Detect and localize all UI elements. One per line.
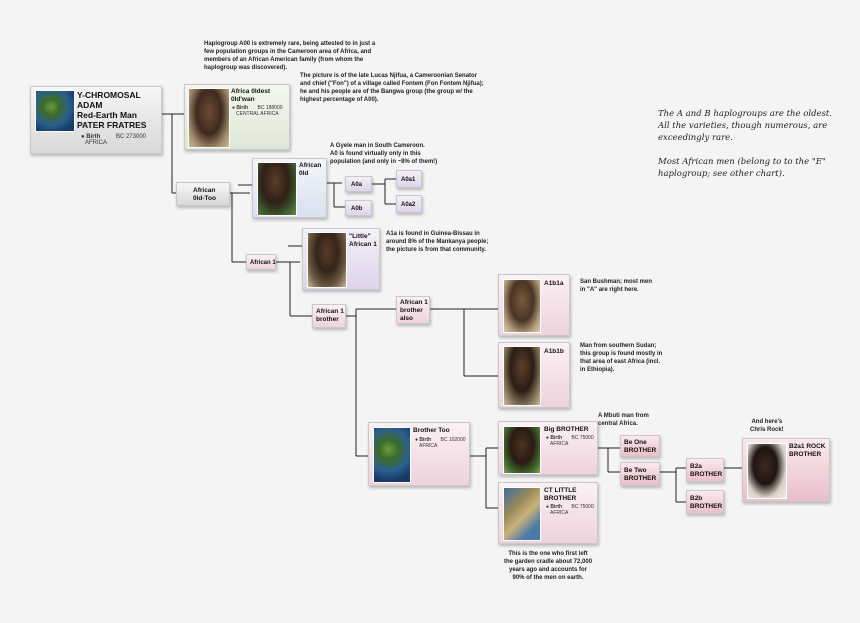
birth-dot-icon: ●: [232, 105, 235, 111]
node-y-chromosal-adam[interactable]: Y-CHROMOSAL ADAM Red-Earth Man PATER FRA…: [30, 86, 162, 154]
node-title: Africa 0ldest 0ld'wan: [231, 88, 270, 104]
birth-row: ● Birth BC 273000 AFRICA: [81, 134, 146, 146]
node-title: African 0ld: [299, 162, 321, 178]
node-title: A1b1b: [544, 348, 564, 356]
node-african-old-too[interactable]: African 0ld-Too: [176, 182, 230, 206]
node-title: "Little" African 1: [349, 233, 377, 249]
portrait-photo: [307, 232, 347, 288]
node-african-old[interactable]: African 0ld: [252, 158, 327, 218]
note-a1a: A1a is found in Guinea-Bissau in around …: [386, 230, 488, 254]
note-a00-rare: Haplogroup A00 is extremely rare, being …: [204, 40, 375, 72]
node-brother-too[interactable]: Brother Too ● Birth BC 102000 AFRICA: [368, 422, 470, 486]
node-title: A0a1: [401, 176, 415, 184]
adam-title: Y-CHROMOSAL ADAM Red-Earth Man PATER FRA…: [77, 90, 146, 130]
node-title: Be One BROTHER: [624, 439, 656, 455]
portrait-photo: [503, 346, 541, 406]
node-title: B2b BROTHER: [690, 495, 722, 511]
portrait-photo: [188, 88, 230, 148]
node-title: Big BROTHER: [544, 426, 588, 434]
note-gyele: A Gyele man in South Cameroon. A0 is fou…: [330, 142, 437, 166]
node-be-one-brother[interactable]: Be One BROTHER: [620, 435, 660, 457]
node-big-brother[interactable]: Big BROTHER ● Birth BC 75000 AFRICA: [498, 421, 598, 475]
node-title: B2a1 ROCK BROTHER: [789, 443, 825, 459]
note-chris-rock: And here's Chris Rock!: [750, 418, 784, 434]
node-title: A1b1a: [544, 280, 564, 288]
note-mbuti: A Mbuti man from central Africa.: [598, 412, 649, 428]
node-africa-oldest[interactable]: Africa 0ldest 0ld'wan ● Birth BC 188000 …: [184, 84, 290, 150]
node-title: CT LITTLE BROTHER: [544, 487, 577, 503]
birth-dot-icon: ●: [546, 504, 549, 510]
portrait-photo: [503, 279, 541, 333]
birth-row: ● Birth BC 102000 AFRICA: [415, 437, 466, 449]
birth-row: ● Birth BC 75000 AFRICA: [546, 504, 594, 516]
node-title: A0b: [351, 205, 362, 213]
node-african-1[interactable]: African 1: [246, 254, 276, 270]
node-little-african-1[interactable]: "Little" African 1: [302, 228, 380, 290]
node-b2b-brother[interactable]: B2b BROTHER: [686, 490, 724, 514]
note-bushman: San Bushman; most men in "A" are right h…: [580, 278, 652, 294]
portrait-photo: [747, 443, 787, 499]
node-b2a-brother[interactable]: B2a BROTHER: [686, 458, 724, 482]
node-title: B2a BROTHER: [690, 463, 722, 479]
globe-photo: [35, 90, 75, 132]
node-a1b1b[interactable]: A1b1b: [498, 342, 570, 408]
node-african-1-brother[interactable]: African 1 brother: [312, 304, 346, 328]
node-title: Be Two BROTHER: [624, 467, 656, 483]
birth-row: ● Birth BC 188000 CENTRAL AFRICA: [232, 105, 283, 117]
node-ct-little-brother[interactable]: CT LITTLE BROTHER ● Birth BC 75000 AFRIC…: [498, 482, 598, 544]
map-photo: [503, 487, 541, 541]
portrait-photo: [257, 162, 297, 216]
node-title: Brother Too: [413, 427, 450, 435]
node-a0b[interactable]: A0b: [345, 200, 372, 216]
birth-row: ● Birth BC 75000 AFRICA: [546, 435, 594, 447]
note-picture-senator: The picture is of the late Lucas Njifua,…: [300, 72, 484, 104]
node-title: African 1: [250, 259, 276, 267]
side-text: The A and B haplogroups are the oldest. …: [658, 108, 832, 180]
node-b2a1-rock-brother[interactable]: B2a1 ROCK BROTHER: [742, 438, 830, 502]
node-a0a1[interactable]: A0a1: [396, 170, 422, 188]
globe-photo: [373, 427, 411, 483]
node-a1b1a[interactable]: A1b1a: [498, 274, 570, 336]
node-title: African 0ld-Too: [193, 187, 216, 203]
node-title: A0a2: [401, 201, 415, 209]
note-garden: This is the one who first left the garde…: [504, 550, 592, 582]
node-title: African 1 brother also: [400, 299, 428, 323]
note-sudan: Man from southern Sudan; this group is f…: [580, 342, 662, 374]
birth-dot-icon: ●: [415, 437, 418, 443]
node-a0a[interactable]: A0a: [345, 176, 372, 192]
node-african-1-brother-also[interactable]: African 1 brother also: [396, 296, 430, 324]
node-title: African 1 brother: [316, 308, 344, 324]
node-be-two-brother[interactable]: Be Two BROTHER: [620, 462, 660, 486]
node-a0a2[interactable]: A0a2: [396, 195, 422, 213]
node-title: A0a: [351, 181, 362, 189]
birth-dot-icon: ●: [546, 435, 549, 441]
portrait-photo: [503, 426, 541, 474]
